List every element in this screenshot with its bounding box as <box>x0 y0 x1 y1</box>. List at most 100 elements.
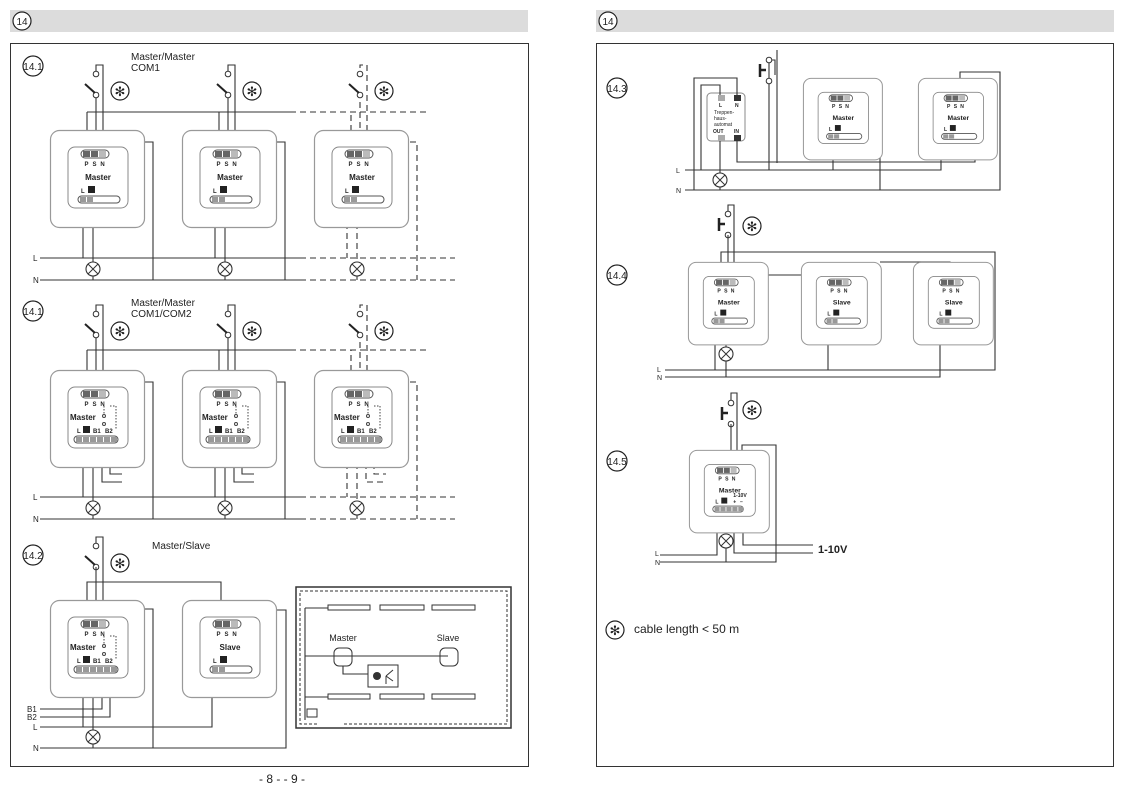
terminal-label: S <box>949 289 953 295</box>
terminal <box>215 621 222 627</box>
dimmer-icon <box>83 426 90 433</box>
terminal <box>959 95 966 101</box>
line-label-b2: B2 <box>27 713 37 722</box>
sensor-icon <box>367 664 399 688</box>
wire <box>700 84 721 170</box>
terminal <box>837 95 844 101</box>
terminal-label: N <box>100 402 104 408</box>
terminal-label: B2 <box>105 659 113 665</box>
terminal-label: L <box>77 429 81 435</box>
wire <box>665 251 996 371</box>
terminal-label: S <box>224 162 228 168</box>
wire <box>768 59 776 170</box>
lamp-icon <box>85 261 101 277</box>
lamp-icon <box>718 533 734 549</box>
cable-length-star-icon: ✻ <box>110 81 130 101</box>
line-label-l: L <box>655 551 659 558</box>
terminal <box>231 621 238 627</box>
wire <box>227 304 236 391</box>
device-insert <box>927 276 980 329</box>
terminal-label: L <box>341 429 345 435</box>
section-title: Master/Slave <box>152 541 211 552</box>
terminal-label: L <box>715 500 718 506</box>
light-fixture <box>431 604 476 611</box>
section-number-badge: 14.4 <box>606 264 628 286</box>
terminal-label: P <box>84 162 88 168</box>
terminal <box>223 391 230 397</box>
dimmer-icon <box>949 125 956 131</box>
terminal-label: N <box>845 104 849 110</box>
section-number: 14.3 <box>607 84 627 95</box>
terminal <box>83 621 90 627</box>
terminal <box>363 391 370 397</box>
dimmer-icon <box>215 426 222 433</box>
room-slave-device <box>439 647 459 667</box>
dimmer-icon <box>220 656 227 663</box>
terminal-label: P <box>718 477 722 483</box>
section-title: COM1 <box>131 63 160 74</box>
terminal <box>223 151 230 157</box>
terminal-label: S <box>92 162 96 168</box>
timer-label: haus- <box>714 116 727 122</box>
terminal-label: B1 <box>93 429 101 435</box>
device-insert <box>932 91 984 144</box>
terminal-label: P <box>717 289 721 295</box>
device-name: Master <box>85 173 111 182</box>
terminal <box>91 391 98 397</box>
terminal-label: L <box>81 189 85 195</box>
dimmer-icon <box>833 309 840 316</box>
star-symbol: ✻ <box>115 84 126 99</box>
timer-label: Treppen- <box>714 110 734 116</box>
wire <box>693 77 738 190</box>
star-symbol: ✻ <box>115 324 126 339</box>
terminal <box>729 279 736 285</box>
room-switch-icon <box>306 708 318 718</box>
wire <box>359 304 368 391</box>
light-fixture <box>327 693 371 700</box>
line-label-n: N <box>33 276 39 285</box>
terminal <box>723 467 730 473</box>
lamp-icon <box>85 500 101 516</box>
analog-output-label: 1-10V <box>818 544 848 556</box>
line-label-n: N <box>655 560 660 567</box>
terminal <box>355 151 362 157</box>
terminal-label: P <box>216 162 220 168</box>
section-number: 14.1 <box>23 62 43 73</box>
terminal-label: P <box>84 632 88 638</box>
device-insert <box>199 616 261 679</box>
terminal-label: L <box>77 659 81 665</box>
terminal-label: N <box>100 632 104 638</box>
switch-icon <box>348 310 364 339</box>
terminal-label: S <box>224 632 228 638</box>
terminal-label: L <box>714 312 717 318</box>
terminal <box>941 279 947 285</box>
terminal-label: L <box>213 659 217 665</box>
star-symbol: ✻ <box>379 84 390 99</box>
terminal-label: P <box>947 104 951 110</box>
cable-length-star-icon: ✻ <box>374 81 394 101</box>
dimmer-icon <box>945 309 952 316</box>
wire <box>95 536 104 621</box>
left-panel <box>10 43 529 767</box>
light-fixture <box>327 604 371 611</box>
terminal-label: B2 <box>369 429 377 435</box>
cable-length-star-icon: ✻ <box>110 321 130 341</box>
terminal <box>355 391 362 397</box>
terminal <box>830 95 837 101</box>
push-button-icon <box>717 210 732 239</box>
dimmer-icon <box>220 186 227 193</box>
line-label-l: L <box>657 367 661 374</box>
device-name: Master <box>70 643 96 652</box>
line-label-n: N <box>33 744 39 753</box>
terminal <box>347 391 354 397</box>
section-number: 14.5 <box>607 457 627 468</box>
terminal-label: N <box>731 289 735 295</box>
terminal-label: L <box>827 312 830 318</box>
terminal-label: S <box>725 477 729 483</box>
light-fixture <box>431 693 476 700</box>
